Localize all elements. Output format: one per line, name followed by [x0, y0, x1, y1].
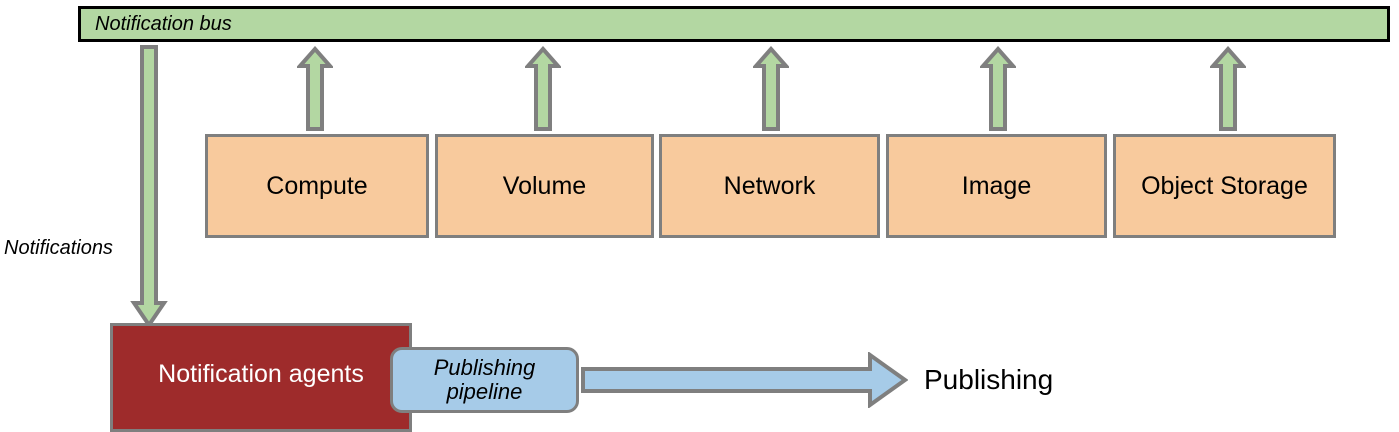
down-arrow-notifications: [130, 45, 168, 328]
publishing-label: Publishing: [924, 364, 1054, 395]
notification-agents-label: Notification agents: [158, 360, 364, 388]
service-label-image: Image: [961, 171, 1032, 200]
service-box-object-storage: Object Storage: [1113, 134, 1336, 238]
up-arrow-object-storage: [1210, 46, 1246, 132]
service-label-volume: Volume: [502, 171, 587, 200]
up-arrow-compute: [297, 46, 333, 132]
notification-bus-label: Notification bus: [95, 13, 232, 35]
up-arrow-image: [980, 46, 1016, 132]
service-label-compute: Compute: [266, 171, 368, 200]
service-box-network: Network: [659, 134, 880, 238]
notifications-label: Notifications: [4, 237, 113, 259]
service-box-compute: Compute: [205, 134, 429, 238]
publishing-pipeline-box: Publishing pipeline: [390, 347, 579, 413]
notification-agents-box: Notification agents: [110, 323, 412, 432]
notification-bus-bar: Notification bus: [78, 6, 1390, 42]
service-box-volume: Volume: [435, 134, 654, 238]
publishing-arrow: [580, 352, 908, 408]
service-box-image: Image: [886, 134, 1107, 238]
up-arrow-volume: [525, 46, 561, 132]
publishing-pipeline-label: Publishing pipeline: [433, 355, 536, 404]
up-arrow-network: [753, 46, 789, 132]
service-label-object-storage: Object Storage: [1141, 171, 1308, 200]
service-label-network: Network: [723, 171, 816, 200]
